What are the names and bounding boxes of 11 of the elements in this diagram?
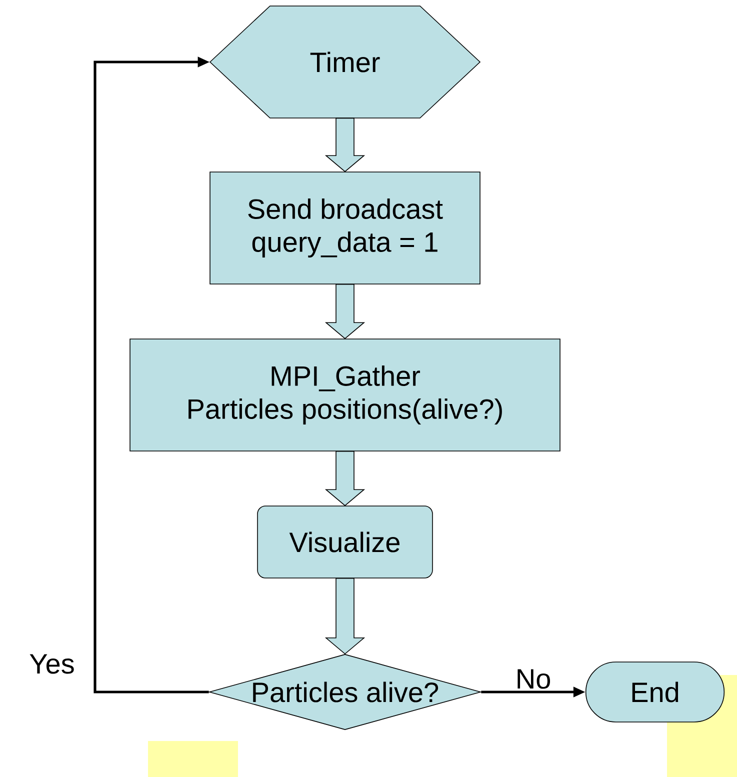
edge-label: Yes — [28, 653, 76, 675]
terminal-box: End — [585, 662, 725, 722]
process-box: Visualize — [257, 506, 433, 578]
process-box: MPI_Gather Particles positions(alive?) — [130, 338, 560, 452]
block-arrow — [324, 578, 366, 654]
block-arrow — [324, 451, 366, 506]
block-arrow — [324, 118, 366, 172]
block-arrow — [324, 284, 366, 340]
edge-label: No — [514, 668, 552, 690]
note-patch — [148, 741, 238, 777]
process-box: Send broadcast query_data = 1 — [210, 172, 480, 284]
